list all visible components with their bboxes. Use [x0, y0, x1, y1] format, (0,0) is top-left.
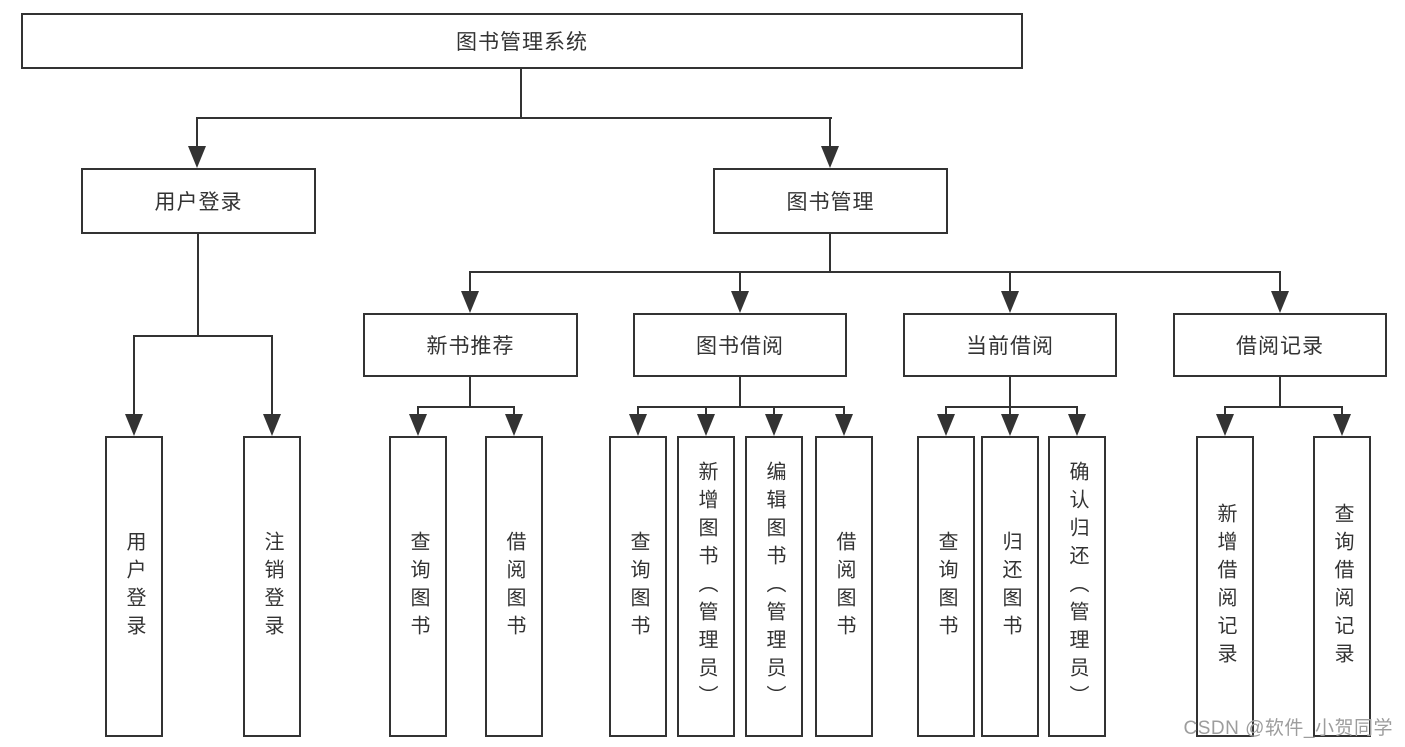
arrowhead-down-icon — [188, 146, 206, 168]
arrowhead-down-icon — [731, 291, 749, 313]
leaf-borrowing-add-books-admin: 新增图书（管理员） — [677, 436, 735, 737]
leaf-logout: 注销登录 — [243, 436, 301, 737]
arrowhead-down-icon — [629, 414, 647, 436]
connector-line — [417, 406, 515, 408]
arrowhead-down-icon — [1271, 291, 1289, 313]
leaf-logout-label: 注销登录 — [261, 530, 283, 643]
node-root: 图书管理系统 — [21, 13, 1023, 69]
node-current-borrowing: 当前借阅 — [903, 313, 1117, 377]
connector-line — [469, 377, 471, 407]
watermark: CSDN @软件_小贺同学 — [1183, 718, 1393, 739]
leaf-borrowing-borrow-books-label: 借阅图书 — [833, 530, 855, 643]
leaf-records-add-record: 新增借阅记录 — [1196, 436, 1254, 737]
connector-line — [945, 406, 947, 416]
leaf-newbook-query-books: 查询图书 — [389, 436, 447, 737]
leaf-user-login: 用户登录 — [105, 436, 163, 737]
arrowhead-down-icon — [821, 146, 839, 168]
connector-line — [829, 117, 831, 148]
connector-line — [196, 117, 832, 119]
arrowhead-down-icon — [1001, 291, 1019, 313]
leaf-user-login-label: 用户登录 — [123, 530, 145, 643]
leaf-borrowing-query-books: 查询图书 — [609, 436, 667, 737]
connector-line — [1009, 377, 1011, 407]
connector-line — [1076, 406, 1078, 416]
leaf-current-return-books: 归还图书 — [981, 436, 1039, 737]
node-new-book-recommend: 新书推荐 — [363, 313, 578, 377]
connector-line — [637, 406, 845, 408]
arrowhead-down-icon — [409, 414, 427, 436]
connector-line — [520, 69, 522, 118]
leaf-records-add-record-label: 新增借阅记录 — [1214, 502, 1236, 671]
connector-line — [739, 377, 741, 407]
connector-line — [843, 406, 845, 416]
arrowhead-down-icon — [1001, 414, 1019, 436]
connector-line — [1341, 406, 1343, 416]
connector-line — [196, 117, 198, 148]
node-user-login-label: 用户登录 — [154, 191, 243, 214]
leaf-current-confirm-return-admin-label: 确认归还（管理员） — [1066, 460, 1088, 713]
leaf-records-query-record: 查询借阅记录 — [1313, 436, 1371, 737]
node-root-label: 图书管理系统 — [456, 31, 588, 54]
arrowhead-down-icon — [263, 414, 281, 436]
leaf-newbook-query-books-label: 查询图书 — [407, 530, 429, 643]
leaf-current-confirm-return-admin: 确认归还（管理员） — [1048, 436, 1106, 737]
connector-line — [637, 406, 639, 416]
connector-line — [133, 335, 273, 337]
connector-line — [1224, 406, 1226, 416]
connector-line — [739, 271, 741, 292]
node-borrowing-records: 借阅记录 — [1173, 313, 1387, 377]
connector-line — [1279, 271, 1281, 292]
leaf-borrowing-edit-books-admin: 编辑图书（管理员） — [745, 436, 803, 737]
node-book-borrowing: 图书借阅 — [633, 313, 847, 377]
leaf-borrowing-edit-books-admin-label: 编辑图书（管理员） — [763, 460, 785, 713]
arrowhead-down-icon — [1216, 414, 1234, 436]
arrowhead-down-icon — [1068, 414, 1086, 436]
leaf-current-return-books-label: 归还图书 — [999, 530, 1021, 643]
leaf-current-query-books-label: 查询图书 — [935, 530, 957, 643]
node-borrowing-records-label: 借阅记录 — [1236, 335, 1324, 358]
connector-line — [133, 335, 135, 415]
connector-line — [197, 234, 199, 337]
leaf-current-query-books: 查询图书 — [917, 436, 975, 737]
leaf-records-query-record-label: 查询借阅记录 — [1331, 502, 1353, 671]
connector-line — [705, 406, 707, 416]
arrowhead-down-icon — [125, 414, 143, 436]
connector-line — [829, 234, 831, 273]
node-book-management: 图书管理 — [713, 168, 948, 234]
node-user-login: 用户登录 — [81, 168, 316, 234]
connector-line — [1224, 406, 1343, 408]
leaf-borrowing-borrow-books: 借阅图书 — [815, 436, 873, 737]
arrowhead-down-icon — [697, 414, 715, 436]
node-current-borrowing-label: 当前借阅 — [966, 335, 1054, 358]
connector-line — [1009, 271, 1011, 292]
arrowhead-down-icon — [765, 414, 783, 436]
leaf-borrowing-add-books-admin-label: 新增图书（管理员） — [695, 460, 717, 713]
arrowhead-down-icon — [461, 291, 479, 313]
node-book-management-label: 图书管理 — [786, 191, 875, 214]
connector-line — [1279, 377, 1281, 407]
connector-line — [773, 406, 775, 416]
node-new-book-recommend-label: 新书推荐 — [426, 335, 515, 358]
connector-line — [1009, 406, 1011, 416]
leaf-newbook-borrow-books-label: 借阅图书 — [503, 530, 525, 643]
connector-line — [513, 406, 515, 416]
node-book-borrowing-label: 图书借阅 — [696, 335, 784, 358]
connector-line — [417, 406, 419, 416]
connector-line — [469, 271, 471, 292]
connector-line — [945, 406, 1078, 408]
arrowhead-down-icon — [505, 414, 523, 436]
connector-line — [271, 335, 273, 415]
arrowhead-down-icon — [1333, 414, 1351, 436]
leaf-borrowing-query-books-label: 查询图书 — [627, 530, 649, 643]
connector-line — [469, 271, 1281, 273]
arrowhead-down-icon — [937, 414, 955, 436]
arrowhead-down-icon — [835, 414, 853, 436]
leaf-newbook-borrow-books: 借阅图书 — [485, 436, 543, 737]
